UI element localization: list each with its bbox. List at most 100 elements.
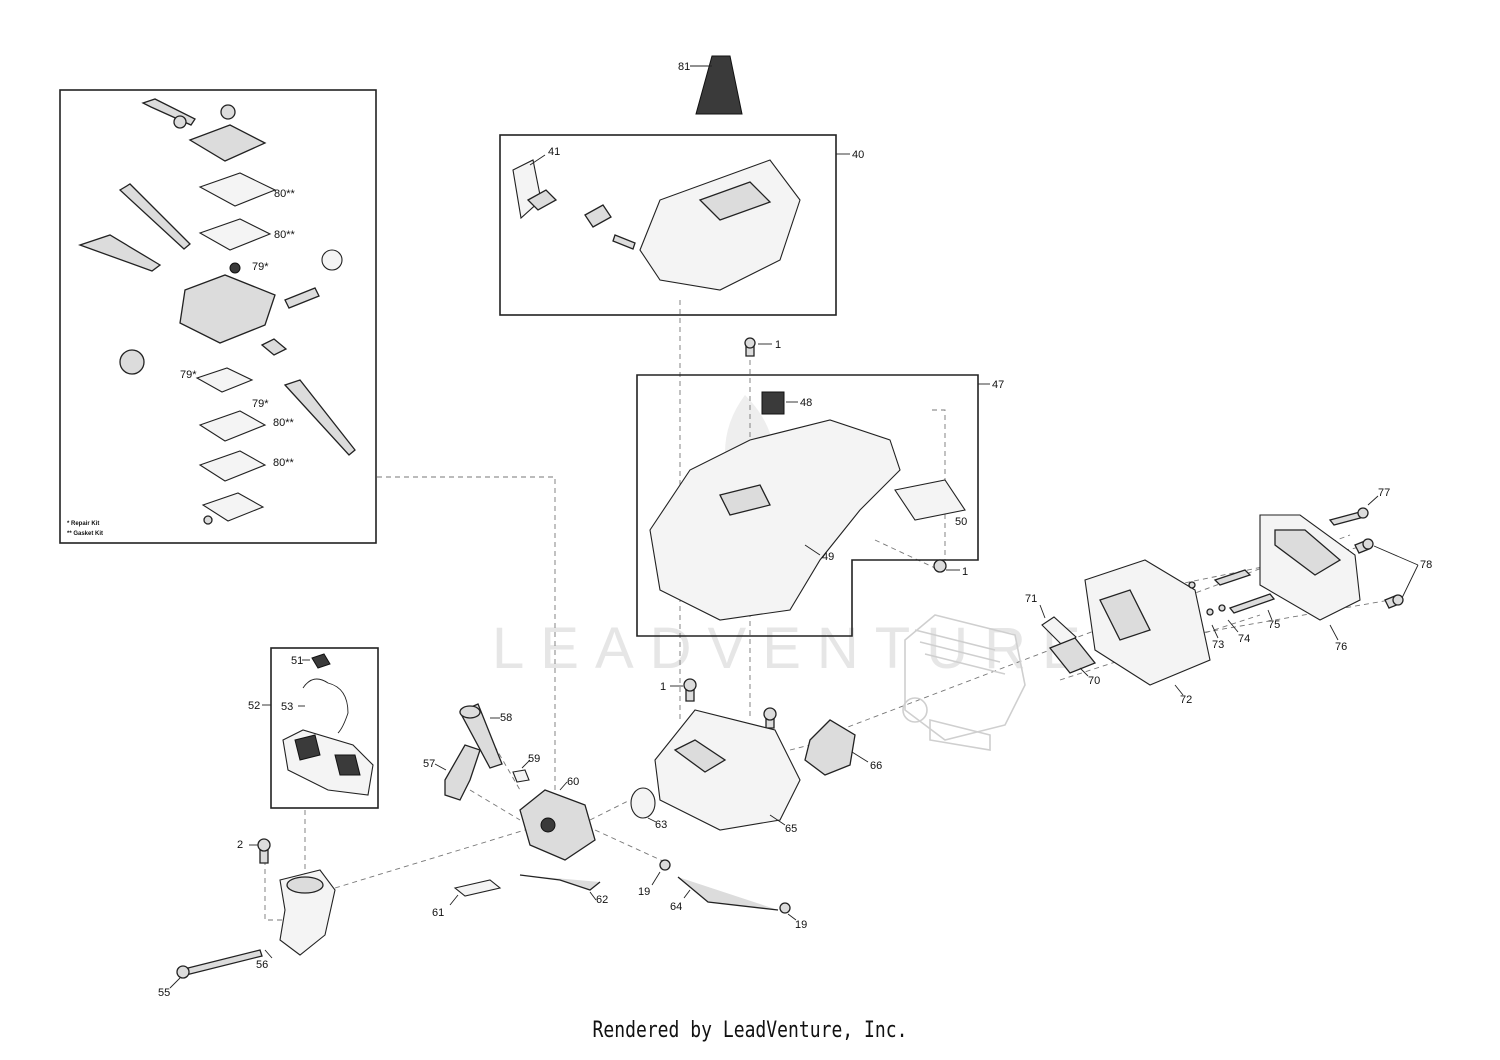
decal-81 xyxy=(695,55,743,115)
label-63: 63 xyxy=(655,819,667,831)
air-filter-box: 51 53 52 xyxy=(248,647,379,809)
spring xyxy=(173,115,187,129)
legend-gasket-kit: ** Gasket Kit xyxy=(67,531,103,537)
pin xyxy=(612,234,636,250)
metering-diaphragm xyxy=(198,450,267,482)
clamp-19a xyxy=(659,859,671,871)
label-48: 48 xyxy=(800,397,812,409)
footer-credit: Rendered by LeadVenture, Inc. xyxy=(592,1018,908,1043)
label-66: 66 xyxy=(870,760,882,772)
carburetor-detail-box: 80** 80** 79* 79* 79* 80** 80** * Repair… xyxy=(59,89,377,544)
cylinder-cover-box: 1 47 48 49 50 1 xyxy=(636,337,1004,637)
cover-screw xyxy=(220,104,236,120)
stud-75 xyxy=(1228,593,1276,614)
label-19b: 19 xyxy=(795,919,807,931)
watermark-text: LEADVENTURE xyxy=(492,616,1097,681)
cover-screw-bottom xyxy=(203,515,213,525)
label-78: 78 xyxy=(1420,559,1432,571)
label-77: 77 xyxy=(1378,487,1390,499)
muffler-72 xyxy=(1084,559,1211,686)
gasket-70 xyxy=(1048,637,1097,674)
filter-element xyxy=(294,734,361,776)
label-76: 76 xyxy=(1335,641,1347,653)
wire-clip-53 xyxy=(302,678,349,734)
label-1-top: 1 xyxy=(775,339,781,351)
grommet-59 xyxy=(512,769,530,783)
cylinder-cover-49 xyxy=(649,419,901,621)
throttle-shaft xyxy=(118,183,191,250)
label-56: 56 xyxy=(256,959,268,971)
label-62: 62 xyxy=(596,894,608,906)
choke-disc xyxy=(119,349,145,375)
throttle-disc xyxy=(321,249,343,271)
intake-housing-65 xyxy=(654,709,801,831)
label-73: 73 xyxy=(1212,639,1224,651)
latch-a xyxy=(526,189,558,211)
label-52: 52 xyxy=(248,700,260,712)
housing-port xyxy=(673,739,727,773)
cylinder-ghost xyxy=(902,614,1026,751)
center-lower-group: 1 65 66 63 58 59 57 60 61 62 19 xyxy=(423,678,882,931)
pump-diaphragm xyxy=(198,172,277,207)
cover-vent xyxy=(719,484,771,516)
legend-repair-kit: * Repair Kit xyxy=(67,521,99,527)
jet-screw xyxy=(284,287,320,309)
bracket xyxy=(260,338,288,356)
intake-boot-66 xyxy=(804,719,856,776)
spacer-71 xyxy=(1041,616,1077,648)
label-51: 51 xyxy=(291,655,303,667)
throttle-rod-57 xyxy=(444,744,481,801)
label-79-repair-3: 79* xyxy=(252,398,269,410)
lower-left-group: 2 56 55 xyxy=(158,838,336,999)
carburetor-60 xyxy=(519,789,596,861)
label-58: 58 xyxy=(500,712,512,724)
clamp-19b xyxy=(779,902,791,914)
label-79-repair-1: 79* xyxy=(252,261,269,273)
label-47: 47 xyxy=(992,379,1004,391)
filter-61 xyxy=(453,879,502,897)
seal-63 xyxy=(630,787,656,819)
label-81: 81 xyxy=(678,61,690,73)
label-80-gasket-4: 80** xyxy=(273,457,295,469)
label-80-gasket-3: 80** xyxy=(273,417,295,429)
washer-a xyxy=(1188,581,1196,589)
lever-shaft xyxy=(283,379,356,456)
label-64: 64 xyxy=(670,901,682,913)
washer-73 xyxy=(1206,608,1214,616)
label-2: 2 xyxy=(237,839,243,851)
pad-50 xyxy=(894,479,966,521)
label-1-cover: 1 xyxy=(962,566,968,578)
label-61: 61 xyxy=(432,907,444,919)
cover-grille xyxy=(698,181,772,221)
label-80-gasket-2: 80** xyxy=(274,229,296,241)
label-65: 65 xyxy=(785,823,797,835)
top-cover-40 xyxy=(639,159,801,291)
label-80-gasket-1: 80** xyxy=(274,188,296,200)
fuel-line-62 xyxy=(519,874,601,891)
muffler-group: 71 70 72 73 74 75 76 77 78 xyxy=(902,487,1432,751)
label-53: 53 xyxy=(281,701,293,713)
choke-shaft xyxy=(78,234,162,272)
label-60: 60 xyxy=(567,776,579,788)
metering-lever xyxy=(195,367,254,393)
label-50: 50 xyxy=(955,516,967,528)
label-57: 57 xyxy=(423,758,435,770)
label-49: 49 xyxy=(822,551,834,563)
label-40: 40 xyxy=(852,149,864,161)
shield-opening xyxy=(1274,529,1342,576)
idle-screw xyxy=(141,98,196,126)
nut-51 xyxy=(311,653,331,669)
label-41: 41 xyxy=(548,146,560,158)
label-74: 74 xyxy=(1238,633,1250,645)
label-70: 70 xyxy=(1088,675,1100,687)
metering-cover xyxy=(201,492,265,522)
carb-cover xyxy=(188,124,267,162)
label-19a: 19 xyxy=(638,886,650,898)
metering-gasket xyxy=(198,410,267,442)
screw-1-cover xyxy=(933,559,947,573)
latch-b xyxy=(584,204,612,228)
pump-gasket xyxy=(198,218,272,251)
decal-48 xyxy=(761,391,785,415)
stud-a xyxy=(1213,569,1252,586)
